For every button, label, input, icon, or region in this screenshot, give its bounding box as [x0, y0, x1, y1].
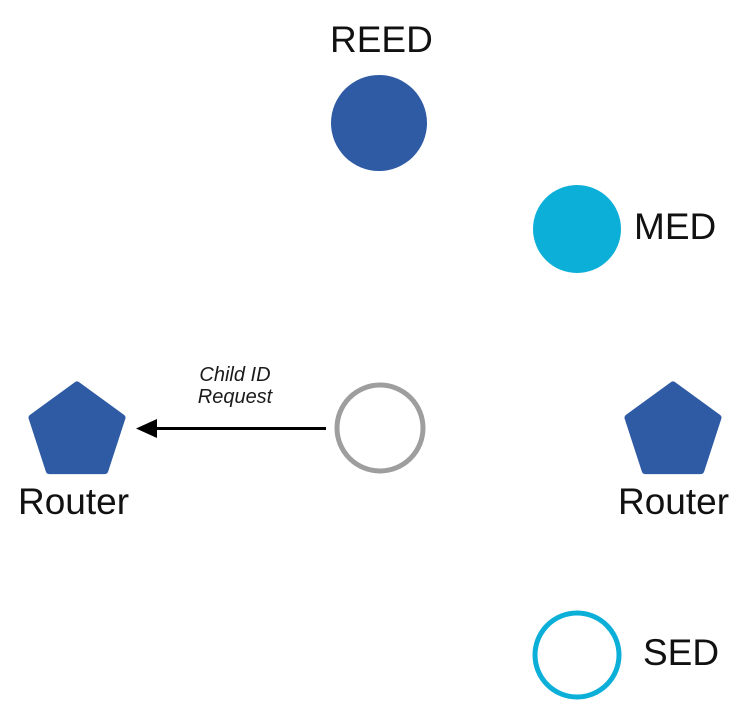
node-med-circle[interactable] [533, 185, 621, 273]
node-label-reed: REED [330, 19, 433, 60]
node-router-left-pentagon[interactable] [28, 381, 126, 475]
edge-label-child-id-request: Child ID Request [197, 364, 273, 409]
node-joiner-circle[interactable] [334, 382, 426, 474]
node-router-right-pentagon[interactable] [624, 381, 722, 475]
node-reed-circle[interactable] [331, 75, 427, 171]
edge-child-id-request-arrowhead [136, 419, 157, 438]
node-label-sed: SED [643, 632, 720, 673]
node-label-router-right: Router [618, 481, 730, 522]
node-label-med: MED [634, 206, 717, 247]
edge-child-id-request-arrow [136, 419, 326, 438]
node-sed-circle[interactable] [532, 610, 622, 700]
node-label-router-left: Router [18, 481, 130, 522]
